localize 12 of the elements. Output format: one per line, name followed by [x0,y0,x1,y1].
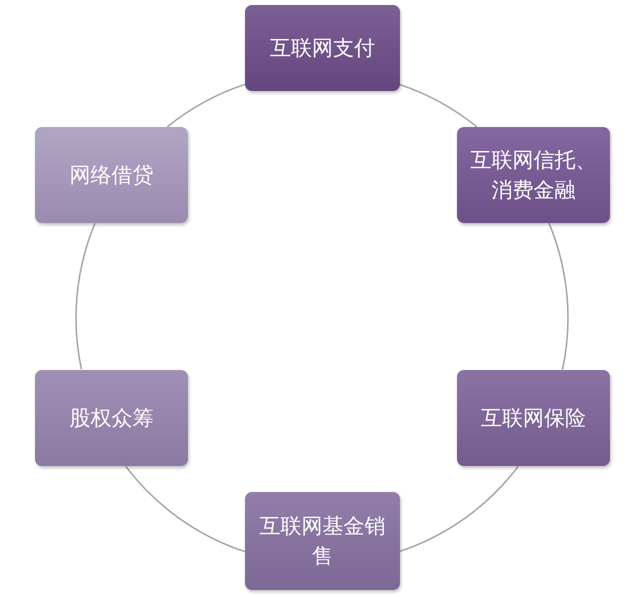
process-box: 互联网支付 [245,5,400,91]
connector-arc [548,222,569,370]
connector-arc [400,466,519,552]
connector-arc [125,466,246,552]
process-box: 网络借贷 [35,127,188,223]
connector-arc [75,223,96,370]
connector-arc [166,84,246,128]
process-box: 互联网基金销售 [245,492,400,590]
connector-arc [400,84,478,128]
process-box: 互联网信托、消费金融 [457,127,610,223]
process-box: 股权众筹 [35,370,188,466]
process-box: 互联网保险 [457,370,610,466]
